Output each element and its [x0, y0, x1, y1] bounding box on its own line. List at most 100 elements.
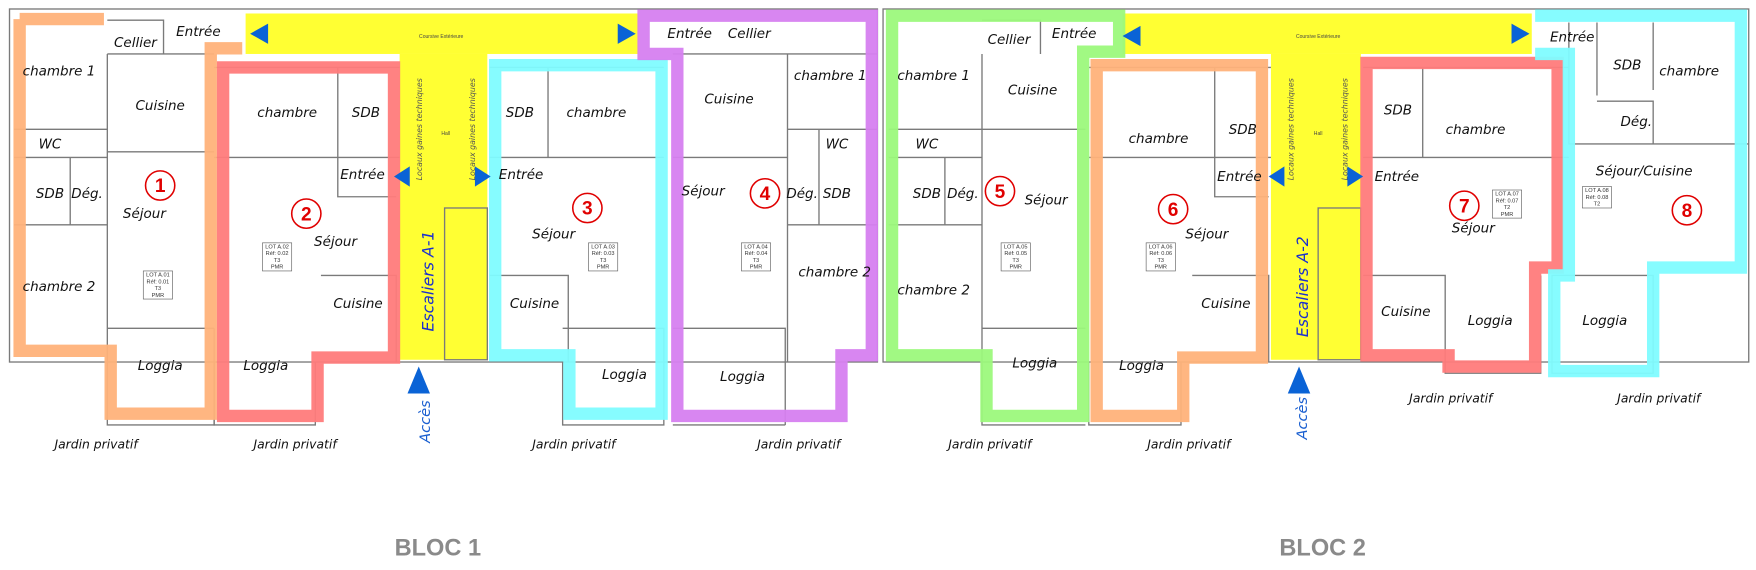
room-label: chambre 1 — [23, 63, 96, 79]
arrow-left-icon — [1268, 166, 1285, 187]
room-label: chambre — [1659, 63, 1719, 79]
arrow-right-icon — [1347, 166, 1364, 187]
room-label: chambre 2 — [23, 279, 96, 295]
lot-type: T3 — [155, 286, 162, 292]
lot-info-box — [1000, 242, 1031, 272]
room-label: Cuisine — [1201, 296, 1250, 312]
room-label: Entrée — [176, 24, 221, 40]
arrow-up-icon — [1287, 366, 1311, 394]
room-label: SDB — [823, 186, 851, 202]
lot-type: T3 — [753, 258, 760, 264]
access-label: Accès — [1294, 397, 1311, 441]
apartment-8: Entrée SDB chambre Dég. Séjour/Cuisine L… — [1550, 30, 1719, 329]
room-label: Séjour — [123, 206, 167, 222]
room-label: Entrée — [1217, 169, 1262, 185]
corridor-bloc2 — [1122, 13, 1532, 54]
room-label: Cuisine — [704, 91, 753, 107]
apartment-number-circle — [290, 198, 322, 230]
lot-lot: LOT A.04 — [744, 244, 768, 250]
lot-ref: Réf: 0.03 — [592, 251, 615, 257]
lot-ref: Réf: 0.04 — [745, 251, 768, 257]
room-label: WC — [39, 136, 62, 152]
apartment-number-circle — [1671, 194, 1703, 226]
room-label: chambre 2 — [897, 283, 970, 299]
lot-info-box — [1582, 186, 1612, 209]
apartment-7: SDB chambre Entrée Séjour Cuisine Loggia — [1375, 103, 1513, 329]
lot-type: T2 — [1504, 205, 1511, 211]
apartment-number: 7 — [1459, 196, 1470, 217]
room-label: SDB — [1229, 122, 1257, 138]
gaines-label: Locaux gaines techniques — [1340, 78, 1349, 180]
room-label: Cellier — [728, 26, 772, 42]
room-label: Entrée — [499, 167, 544, 183]
lot-pmr: PMR — [750, 265, 762, 271]
room-label: Cuisine — [135, 98, 184, 114]
stairwell-1 — [443, 207, 488, 361]
gaines-label: Locaux gaines techniques — [1286, 78, 1295, 180]
lot-info-box — [262, 242, 293, 272]
room-label: SDB — [36, 186, 64, 202]
hall-label: Hall — [1314, 131, 1323, 137]
lot-lot: LOT A.01 — [146, 273, 170, 279]
arrow-left-icon — [250, 23, 269, 44]
room-label: Loggia — [720, 369, 765, 385]
arrow-left-icon — [394, 166, 410, 187]
zone-apt-5 — [885, 9, 1126, 423]
room-label: Séjour/Cuisine — [1596, 163, 1693, 179]
apartment-2: chambre SDB Entrée Séjour Cuisine Loggia — [243, 105, 384, 374]
room-label: Séjour — [1452, 221, 1496, 237]
apartment-number: 1 — [155, 176, 166, 197]
room-label: Loggia — [1119, 358, 1164, 374]
room-label: chambre 1 — [794, 68, 867, 84]
lot-type: T3 — [600, 258, 607, 264]
apartment-3: SDB chambre Entrée Séjour Cuisine Loggia — [499, 105, 647, 383]
room-label: Dég. — [71, 186, 103, 202]
lot-lot: LOT A.07 — [1495, 192, 1519, 198]
room-label: Loggia — [602, 367, 647, 383]
lot-type: T2 — [1594, 202, 1601, 208]
room-label: Séjour — [1185, 226, 1229, 242]
room-label: WC — [826, 136, 849, 152]
bloc-title: BLOC 2 — [1279, 535, 1366, 561]
room-label: Séjour — [1025, 193, 1069, 209]
garden-label: Jardin privatif — [1614, 391, 1702, 405]
arrow-left-icon — [1122, 25, 1141, 47]
room-label: Entrée — [667, 26, 712, 42]
lot-pmr: PMR — [152, 293, 164, 299]
apartment-number-circle — [749, 177, 781, 209]
room-label: chambre — [1129, 131, 1189, 147]
apartment-number: 5 — [995, 182, 1006, 203]
garden-label: Jardin privatif — [529, 438, 617, 452]
lot-lot: LOT A.02 — [265, 244, 289, 250]
room-label: Dég. — [786, 186, 818, 202]
apartment-number-circle — [144, 170, 176, 201]
lot-info-box — [1492, 189, 1522, 219]
room-label: Loggia — [138, 358, 183, 374]
lot-pmr: PMR — [1155, 265, 1167, 271]
apartment-number-circle — [1448, 190, 1480, 222]
stairs-label: Escaliers A-1 — [418, 231, 437, 332]
lot-ref: Réf: 0.06 — [1149, 251, 1172, 257]
garden-label: Jardin privatif — [945, 438, 1033, 452]
room-label: SDB — [352, 105, 380, 121]
room-label: chambre — [257, 105, 317, 121]
apartment-number-circle — [984, 175, 1016, 207]
lot-ref: Réf: 0.05 — [1004, 251, 1027, 257]
zone-apt-8 — [1535, 9, 1748, 378]
room-label: chambre 2 — [798, 265, 871, 281]
room-label: Loggia — [1582, 313, 1627, 329]
corridor-bloc1 — [245, 13, 640, 54]
apartment-4: Entrée Cellier chambre 1 Cuisine WC Dég.… — [667, 26, 871, 385]
room-label: chambre — [1446, 122, 1506, 138]
apartment-number-circle — [571, 192, 603, 224]
garden-label: Jardin privatif — [1144, 438, 1232, 452]
zone-apt-1 — [13, 12, 243, 420]
room-label: Cuisine — [1008, 82, 1057, 98]
stair-hall-bloc2 — [1270, 53, 1361, 360]
arrow-right-icon — [1511, 23, 1530, 44]
room-label: Loggia — [1468, 313, 1513, 329]
lot-lot: LOT A.06 — [1149, 244, 1173, 250]
lot-ref: Réf: 0.08 — [1586, 195, 1609, 201]
gaines-label: Locaux gaines techniques — [415, 78, 424, 180]
